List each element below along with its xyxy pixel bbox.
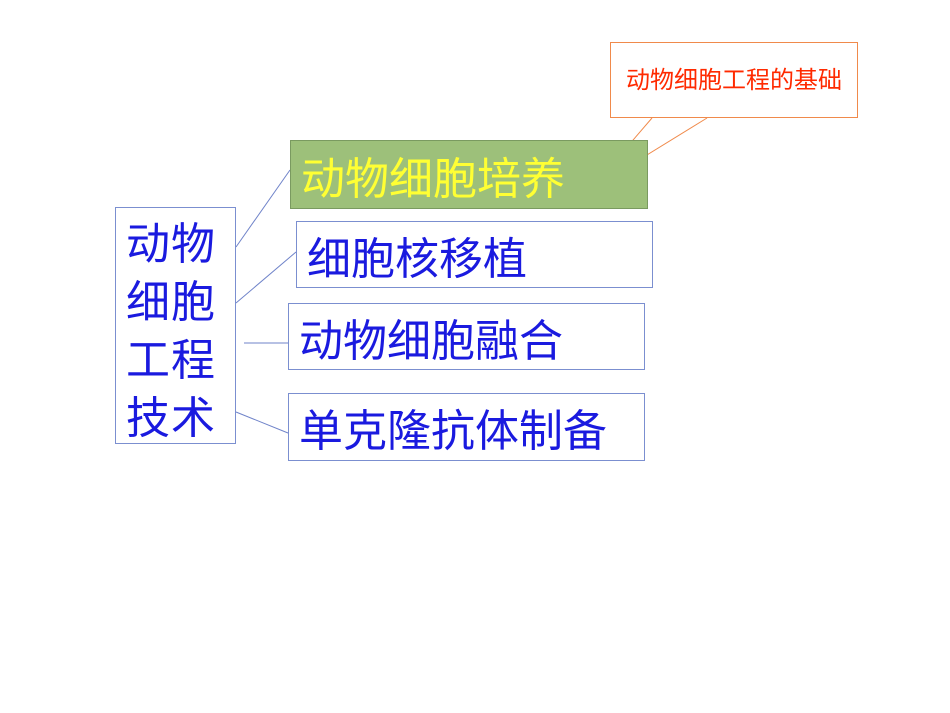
branch-node-monoclonal-antibody: 单克隆抗体制备	[288, 393, 645, 461]
branch-node-label: 单克隆抗体制备	[299, 406, 607, 457]
root-node-animal-cell-engineering: 动物细胞工程技术	[115, 207, 236, 444]
branch-node-label: 细胞核移植	[307, 233, 527, 285]
branch-node-cell-fusion: 动物细胞融合	[288, 303, 645, 370]
callout-note: 动物细胞工程的基础	[610, 42, 858, 118]
callout-text: 动物细胞工程的基础	[626, 65, 842, 94]
branch-node-label: 动物细胞培养	[301, 153, 565, 205]
branch-node-cell-culture: 动物细胞培养	[290, 140, 648, 209]
connector-line-cell-culture	[235, 169, 291, 248]
branch-node-nuclear-transfer: 细胞核移植	[296, 221, 653, 288]
connector-line-monoclonal	[235, 411, 289, 434]
branch-node-label: 动物细胞融合	[299, 315, 563, 367]
connector-line-nuclear-transfer	[235, 251, 297, 304]
root-node-label: 动物细胞工程技术	[126, 219, 216, 444]
